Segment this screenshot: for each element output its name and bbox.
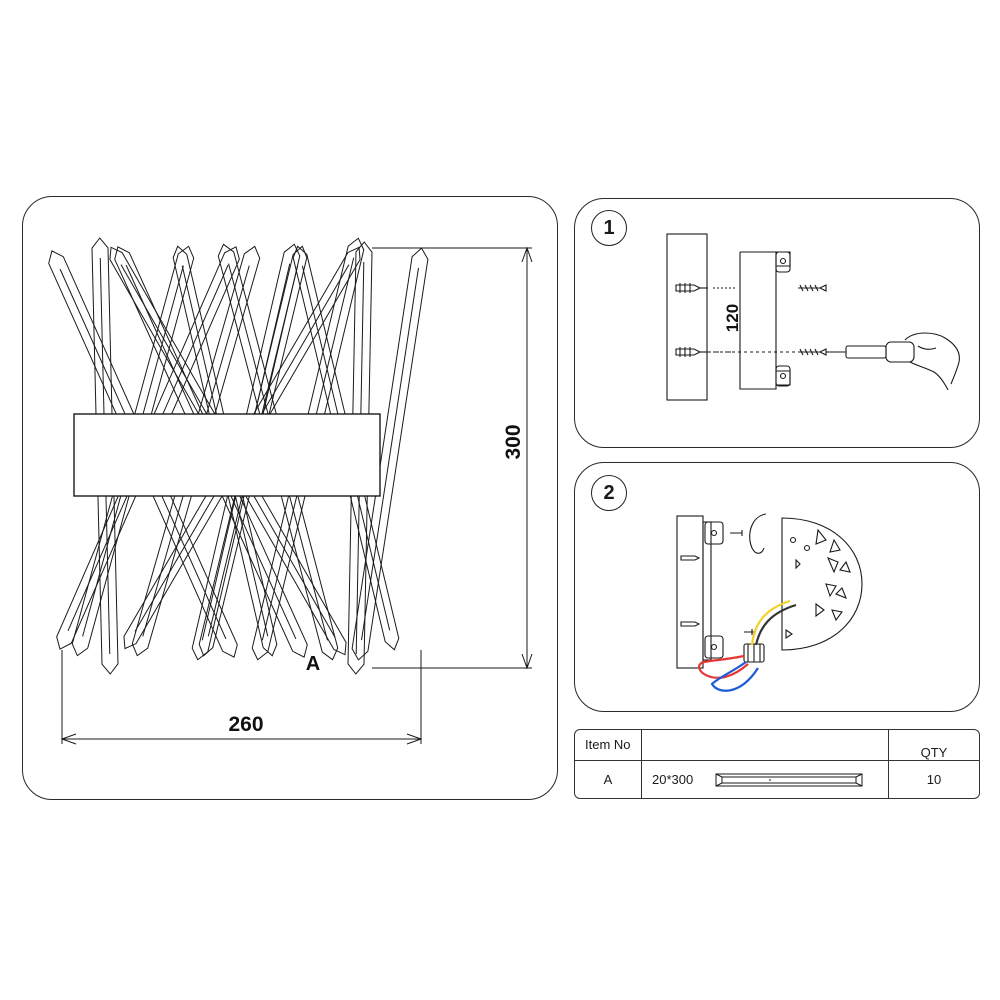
crystal-rod: [198, 245, 308, 657]
height-dimension: [372, 246, 533, 670]
crystal-rod: [217, 243, 339, 661]
crystal-rod-icon: [715, 773, 863, 787]
wall-anchor-icon: [675, 347, 708, 357]
crystal-rod: [56, 246, 240, 650]
wire-blue: [710, 661, 759, 692]
wall-plate: [676, 515, 704, 669]
mounting-bracket: [702, 521, 712, 661]
screw-icon: [730, 530, 743, 536]
hand-icon: [904, 332, 960, 391]
wall-anchor-icon: [680, 621, 701, 627]
step2-number: 2: [591, 475, 627, 511]
screw-icon: [744, 629, 754, 635]
dome-cutouts: [785, 528, 851, 640]
crystal-rod: [123, 246, 361, 650]
crystal-rod: [172, 245, 278, 657]
step1-number: 1: [591, 210, 627, 246]
part-a-label: A: [306, 653, 320, 675]
row-qty: 10: [926, 771, 942, 787]
parts-table: Item No QTY A 20*300 10: [574, 729, 980, 799]
mounting-bracket: [739, 251, 791, 390]
fixture-dome: [781, 517, 863, 651]
crystal-rod: [347, 241, 373, 675]
step1-spacing-label: 120: [723, 304, 742, 332]
crystal-rod-edge: [361, 267, 419, 641]
row-description: 20*300: [641, 760, 889, 798]
screw-icon: [798, 284, 827, 292]
crystal-rod: [91, 237, 119, 675]
header-description: [641, 730, 889, 761]
fixture-base-band: [73, 413, 381, 497]
crystal-rod: [48, 250, 238, 658]
step2-panel: [574, 462, 980, 712]
row-size: 20*300: [652, 772, 694, 788]
crystal-rod: [114, 246, 308, 658]
wall-plate: [666, 233, 708, 401]
screwdriver-icon: [826, 341, 915, 363]
wire-black: [754, 603, 797, 646]
crystal-rod: [131, 245, 261, 657]
wall-anchor-icon: [675, 283, 708, 293]
crystal-rod: [292, 245, 400, 651]
wire-red: [698, 654, 749, 679]
screw-icon: [798, 348, 827, 356]
crystal-rod: [109, 246, 347, 656]
step1-panel: [574, 198, 980, 448]
row-item: A: [575, 760, 642, 798]
wire-yellow: [750, 599, 791, 646]
table-row: A 20*300 10: [575, 760, 979, 798]
header-item-no: Item No: [575, 730, 642, 761]
wall-anchor-icon: [680, 555, 701, 561]
table-header-row: Item No QTY: [575, 730, 979, 761]
width-dim-label: 260: [228, 713, 263, 736]
wires: [698, 599, 797, 692]
crystal-rod: [71, 245, 195, 657]
width-dimension: [60, 650, 423, 745]
height-dim-label: 300: [502, 424, 525, 459]
header-qty: QTY: [888, 730, 979, 761]
